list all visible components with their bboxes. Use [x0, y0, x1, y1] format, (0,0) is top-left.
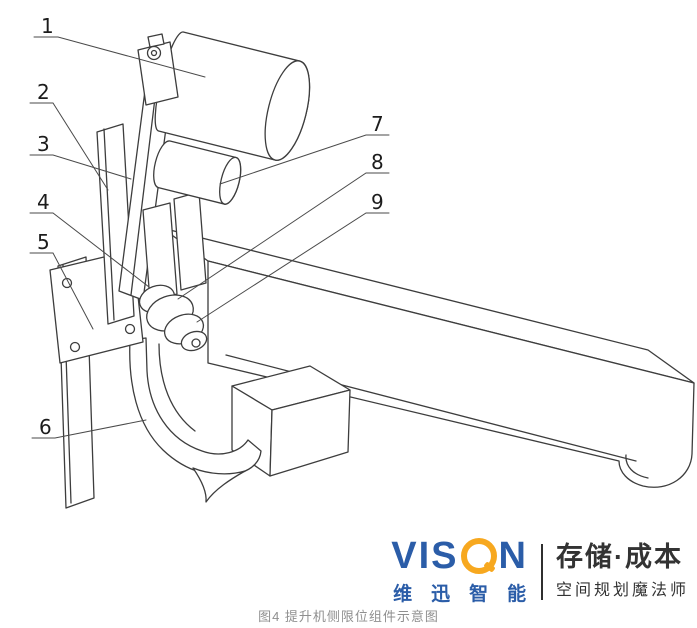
callout-5: 5 — [37, 230, 50, 254]
motor-clamp — [137, 33, 179, 106]
callout-8: 8 — [371, 150, 384, 174]
callout-4: 4 — [37, 190, 50, 214]
brand-wordmark: VIS N — [391, 537, 528, 575]
brand-prefix: VIS — [391, 535, 459, 577]
brand-logo: VIS N 维迅智能 存储·成本 空间规划魔法师 — [391, 537, 689, 606]
brand-tagline-block: 存储·成本 空间规划魔法师 — [555, 541, 689, 601]
bolt-stack — [138, 284, 208, 352]
rail-beam — [161, 227, 695, 488]
base-block — [231, 365, 351, 477]
callout-2: 2 — [37, 80, 50, 104]
figure-caption: 图4 提升机侧限位组件示意图 — [258, 609, 439, 624]
motor-cylinder — [154, 31, 311, 161]
logo-divider — [540, 543, 543, 600]
mounting-posts — [142, 191, 207, 302]
brand-suffix: N — [498, 535, 528, 577]
brand-chinese-name: 维迅智能 — [393, 584, 546, 605]
tagline-sub: 空间规划魔法师 — [555, 582, 689, 600]
brand-o-icon — [460, 538, 497, 574]
callout-1: 1 — [41, 14, 54, 38]
tagline-main: 存储·成本 — [555, 541, 683, 572]
callout-6: 6 — [39, 415, 52, 439]
leader-lines — [29, 36, 390, 439]
roller — [153, 140, 242, 205]
callout-9: 9 — [371, 190, 384, 214]
callouts: 1 2 3 4 5 6 7 8 9 — [37, 14, 384, 439]
callout-3: 3 — [37, 132, 50, 156]
callout-7: 7 — [371, 112, 384, 136]
hook-bracket — [129, 337, 262, 503]
